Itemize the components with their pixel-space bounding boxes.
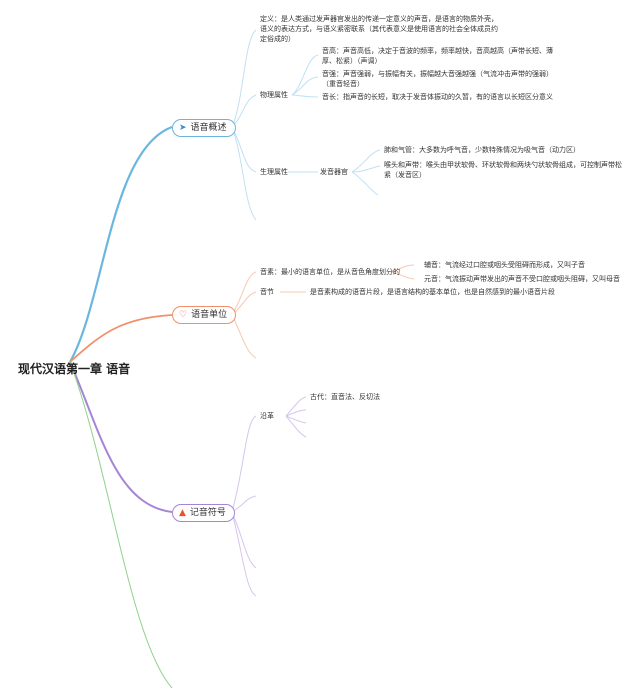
link-root-units	[69, 314, 173, 363]
link-root-overview	[69, 125, 173, 363]
branch-units[interactable]: ♡ 语音单位	[172, 306, 237, 324]
branch-units-label: 语音单位	[191, 310, 228, 320]
physical-attribute-label: 物理属性	[260, 91, 288, 99]
duration-text: 音长：指声音的长短，取决于发音体振动的久暂，有的语言以长短区分意义	[322, 93, 553, 101]
link-root-symbols	[69, 361, 173, 513]
lungs-trachea-text: 肺和气管：大多数为呼气音，少数特殊情况为吸气音（动力区）	[384, 146, 580, 154]
branch-overview-label: 语音概述	[190, 123, 227, 133]
consonant-text: 辅音：气流经过口腔或咽头受阻碍而形成，又叫子音	[424, 261, 585, 269]
phoneme-text: 音素：最小的语言单位，是从音色角度划分的	[260, 268, 400, 276]
pitch-text: 音高：声音高低，决定于音波的频率，频率越快，音高越高（声带长短、薄厚、松紧）（声…	[322, 47, 553, 65]
fire-icon: ▲	[179, 508, 186, 518]
physiological-attribute-label: 生理属性	[260, 168, 288, 176]
larynx-vocal-cords-text: 喉头和声带：喉头由甲状软骨、环状软骨和两块勺状软骨组成，可控制声带松紧（发音区）	[384, 161, 622, 179]
syllable-text: 是音素构成的语音片段，是语言结构的基本单位，也是自然感到的最小语音片段	[310, 288, 555, 296]
paper-plane-icon: ➤	[179, 123, 187, 133]
branch-overview[interactable]: ➤ 语音概述	[172, 119, 236, 137]
heart-icon: ♡	[179, 310, 188, 320]
link-root-extra	[69, 361, 173, 689]
root-topic: 现代汉语第一章 语音	[18, 362, 131, 376]
history-label: 沿革	[260, 412, 274, 420]
definition-text: 定义：是人类通过发声器官发出的传递一定意义的声音，是语言的物质外壳，语义的表达方…	[260, 15, 498, 43]
vowel-text: 元音：气流振动声带发出的声音不受口腔或咽头阻碍，又叫母音	[424, 275, 620, 283]
ancient-methods-text: 古代：直音法、反切法	[310, 393, 380, 401]
vocal-organs-label: 发音器官	[320, 168, 348, 176]
branch-symbols-label: 记音符号	[189, 508, 226, 518]
branch-symbols[interactable]: ▲ 记音符号	[172, 504, 235, 522]
loudness-text: 音强：声音强弱，与振幅有关，振幅越大音强越强（气流冲击声带的强弱）（重音轻音）	[322, 70, 553, 88]
syllable-label: 音节	[260, 288, 274, 296]
